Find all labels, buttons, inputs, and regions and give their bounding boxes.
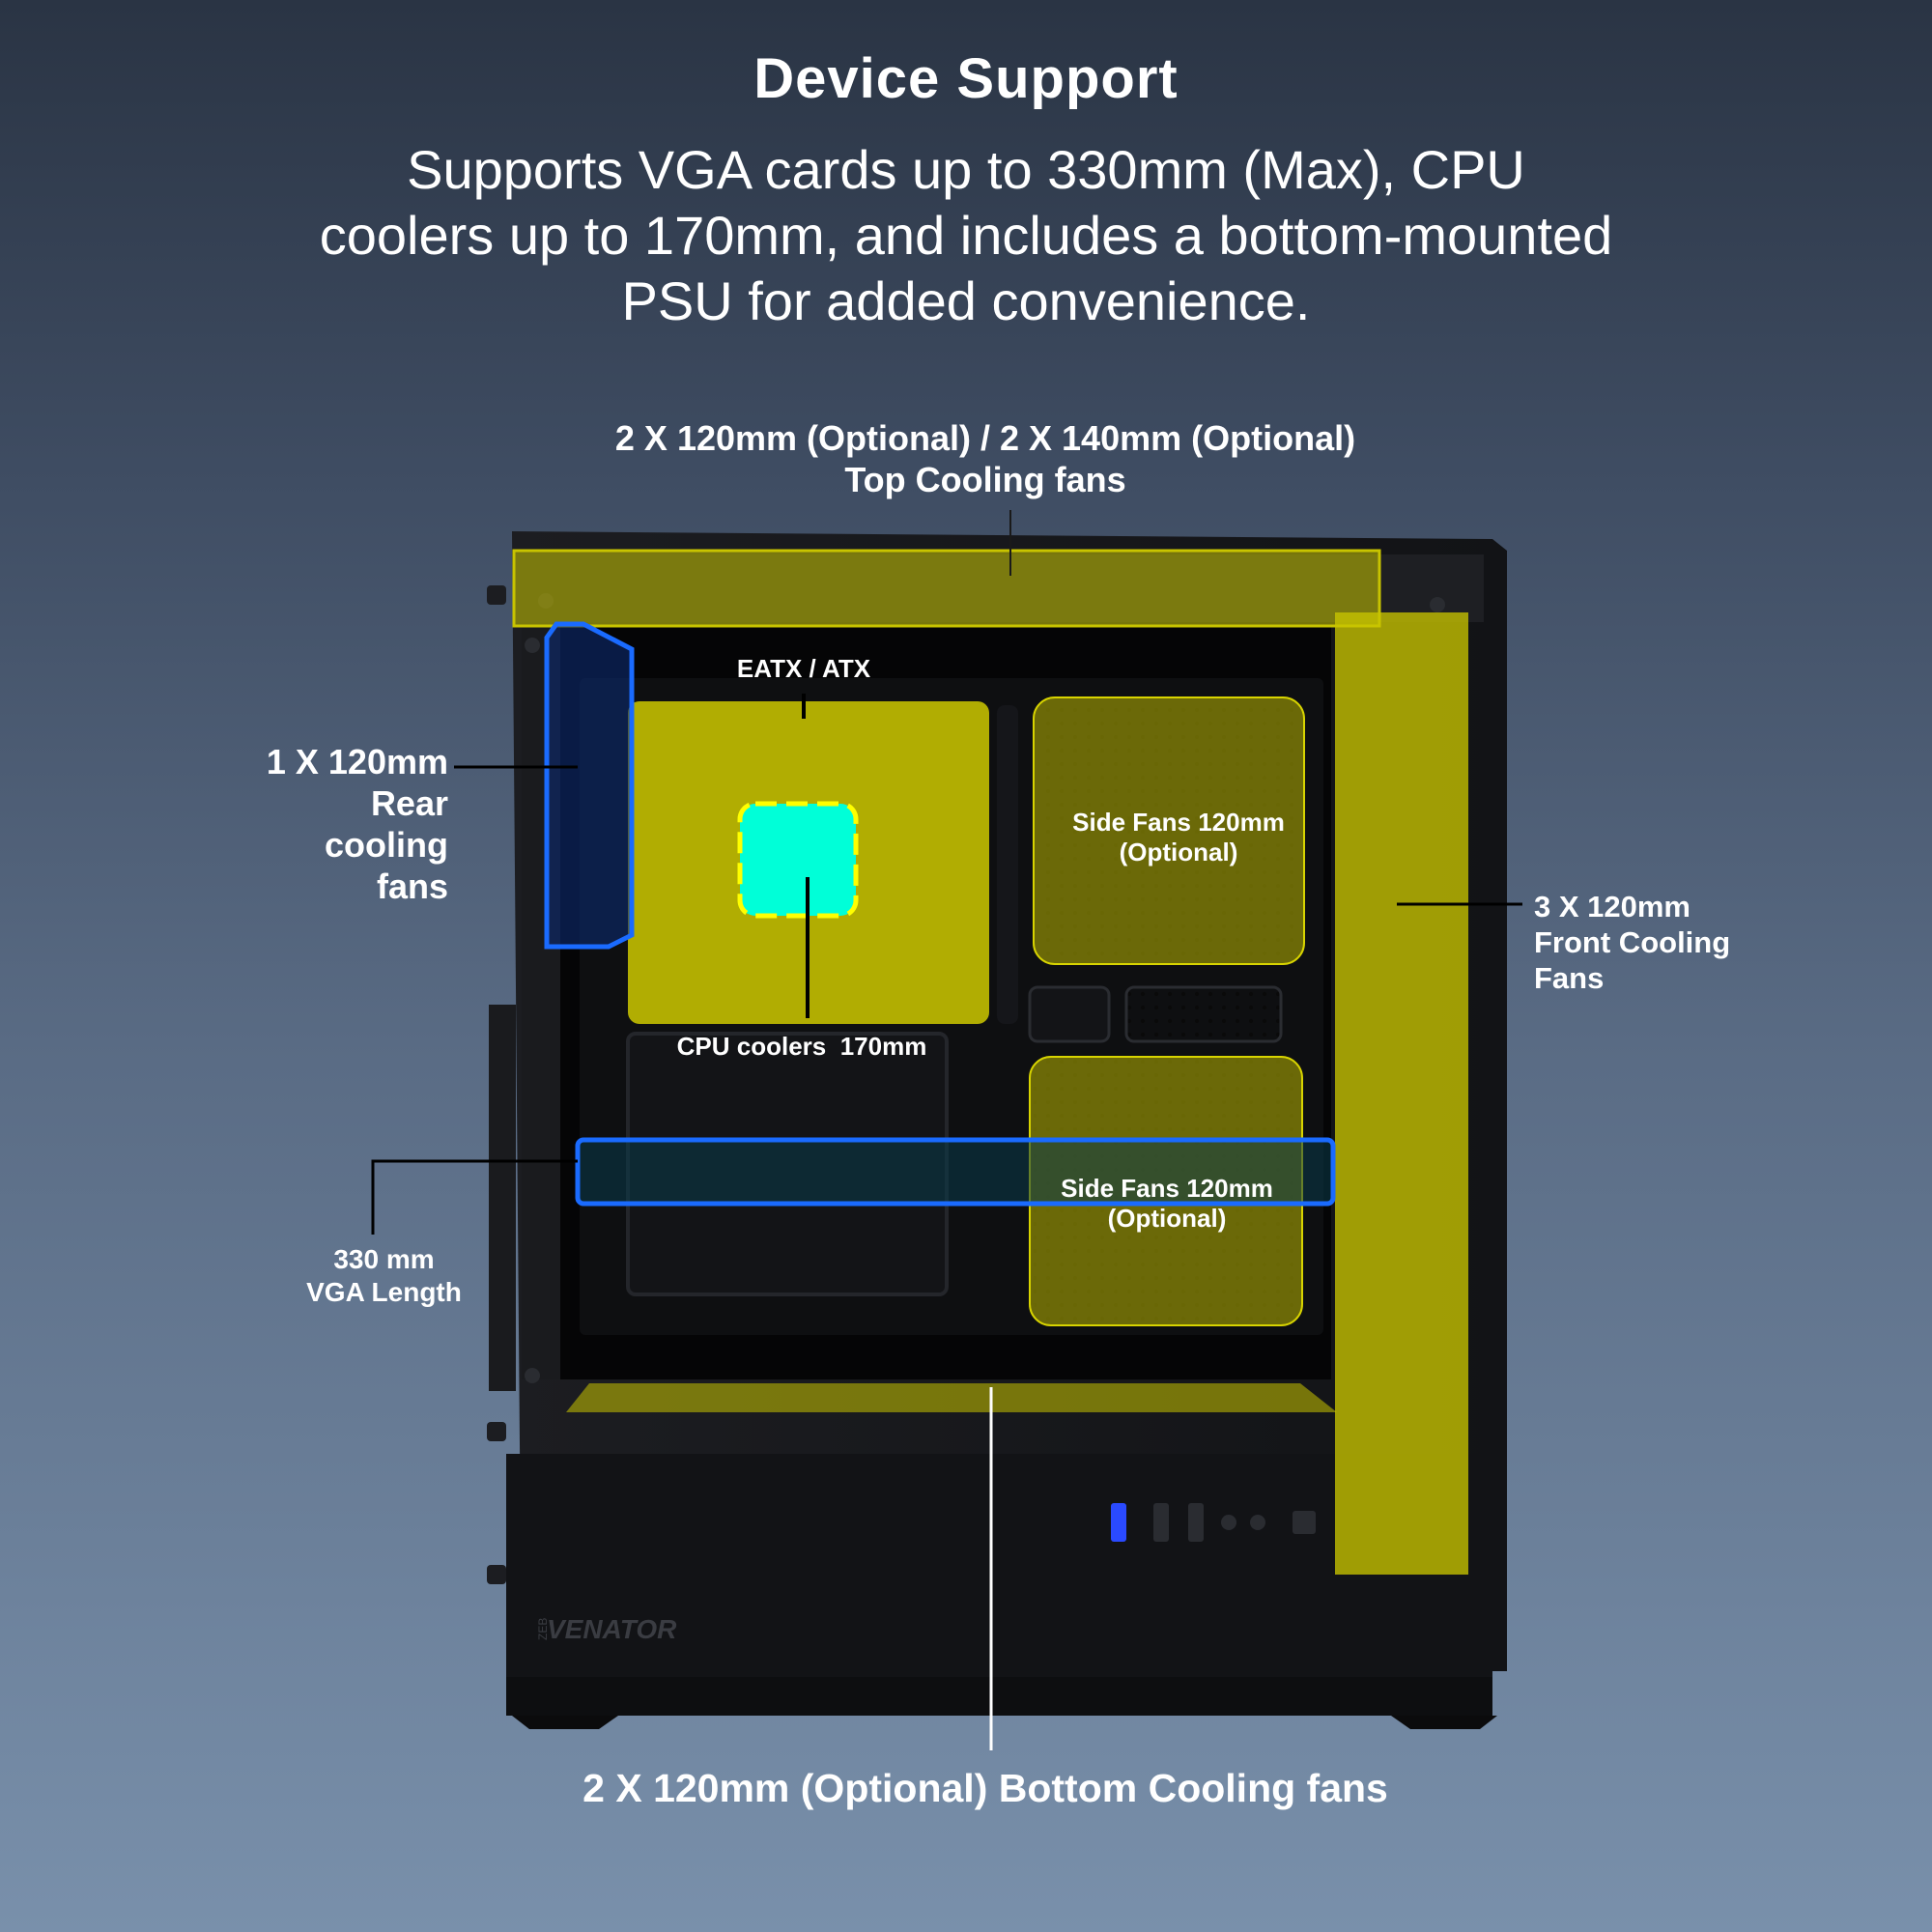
- side-fan-upper-label: Side Fans 120mm (Optional): [1045, 808, 1312, 867]
- rear-fans-line-4: fans: [376, 867, 448, 906]
- cpu-cooler-label: CPU coolers 170mm: [676, 1032, 927, 1061]
- motherboard-label: EATX / ATX: [736, 654, 871, 683]
- top-fans-line-1: 2 X 120mm (Optional) / 2 X 140mm (Option…: [614, 418, 1356, 458]
- side-fan-lower-line-2: (Optional): [1107, 1204, 1227, 1233]
- vga-line-1: 330 mm: [333, 1244, 435, 1274]
- top-fans-label: 2 X 120mm (Optional) / 2 X 140mm (Option…: [502, 417, 1468, 500]
- page-subtitle: Supports VGA cards up to 330mm (Max), CP…: [319, 139, 1613, 331]
- front-fans-line-2: Front Cooling: [1534, 925, 1731, 959]
- front-fans-label: 3 X 120mm Front Cooling Fans: [1534, 889, 1862, 996]
- svg-text:VENATOR: VENATOR: [547, 1614, 677, 1644]
- vga-zone: [575, 1137, 1336, 1207]
- rear-fans-line-1: 1 X 120mm: [266, 742, 448, 781]
- bottom-fans-label: 2 X 120mm (Optional) Bottom Cooling fans: [582, 1766, 1388, 1810]
- side-fan-lower-label: Side Fans 120mm (Optional): [1034, 1174, 1300, 1234]
- front-fans-line-3: Fans: [1534, 961, 1605, 995]
- vga-label: 330 mm VGA Length: [261, 1243, 507, 1309]
- cpu-socket: [737, 801, 859, 919]
- side-fan-upper-zone: [1033, 696, 1305, 965]
- page-title: Device Support: [753, 47, 1179, 110]
- front-fans-line-1: 3 X 120mm: [1534, 890, 1690, 923]
- rear-fans-line-2: Rear: [370, 783, 448, 823]
- top-fans-line-2: Top Cooling fans: [844, 460, 1126, 499]
- brand-logo: ZEB VENATOR: [536, 1614, 677, 1644]
- side-fan-lower-line-1: Side Fans 120mm: [1061, 1174, 1273, 1203]
- side-fan-upper-line-2: (Optional): [1119, 838, 1238, 867]
- vga-line-2: VGA Length: [306, 1277, 462, 1307]
- side-fan-upper-line-1: Side Fans 120mm: [1072, 808, 1285, 837]
- rear-fan-zone: [544, 621, 635, 950]
- leader-lines: [371, 510, 1522, 1750]
- top-fan-zone: [512, 549, 1381, 628]
- svg-text:ZEB: ZEB: [536, 1618, 550, 1640]
- front-fan-zone: [1335, 612, 1468, 1575]
- bottom-fan-zone: [566, 1383, 1337, 1412]
- rear-fans-line-3: cooling: [325, 825, 448, 865]
- rear-fans-label: 1 X 120mm Rear cooling fans: [174, 741, 448, 907]
